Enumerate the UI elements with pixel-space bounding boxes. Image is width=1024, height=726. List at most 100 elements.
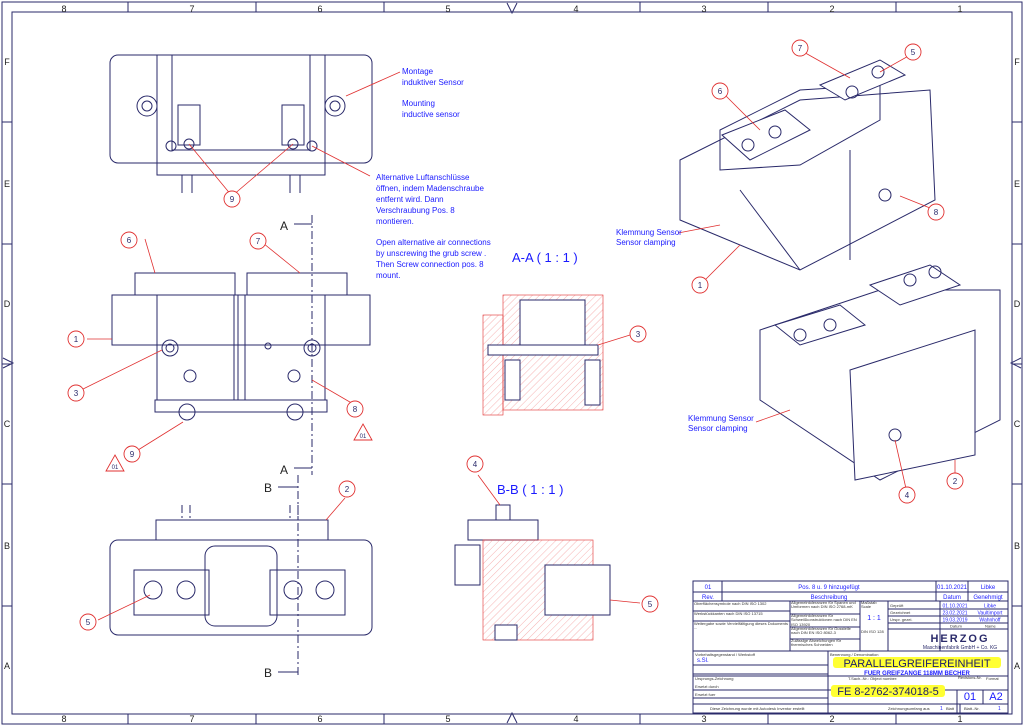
svg-text:5: 5 [86, 618, 91, 627]
svg-text:Vaultimport: Vaultimport [978, 611, 1004, 617]
row-label: F [1014, 57, 1020, 67]
balloon-6: 6 [120, 231, 138, 249]
material: s.Sl. [697, 658, 709, 664]
col-label: 7 [189, 714, 194, 724]
svg-text:8: 8 [934, 208, 939, 217]
col-label: 8 [61, 4, 66, 14]
note-left-2: Weitergabe sowie Vervielfältigung dieses… [694, 622, 788, 631]
front-view [111, 215, 371, 475]
row-label: C [1014, 419, 1021, 429]
rev-number: 01 [705, 585, 712, 591]
svg-text:3: 3 [74, 389, 79, 398]
col-label: 4 [573, 4, 578, 14]
col-label: 8 [61, 714, 66, 724]
balloon-7b: 7 [791, 39, 809, 57]
svg-text:Sensor clamping: Sensor clamping [616, 238, 676, 247]
svg-text:mount.: mount. [376, 271, 400, 280]
note-alt-air: Alternative Luftanschlüsse öffnen, indem… [376, 173, 491, 280]
isometric-view-bottom [759, 264, 1001, 481]
svg-text:inductive sensor: inductive sensor [402, 110, 460, 119]
svg-text:01: 01 [112, 465, 119, 471]
balloon-6b: 6 [711, 82, 729, 100]
scale: 1 : 1 [867, 615, 881, 622]
note-mid-3: Zulässige Abweichungen für thermisches S… [791, 639, 842, 648]
balloon-9b: 9 [123, 445, 141, 463]
balloon-8b: 8 [927, 203, 945, 221]
format: A2 [989, 691, 1002, 703]
col-label: 3 [701, 714, 706, 724]
balloon-4: 4 [466, 455, 484, 473]
svg-text:Rev.: Rev. [702, 595, 714, 601]
svg-text:01: 01 [360, 434, 367, 440]
svg-text:8: 8 [353, 405, 358, 414]
section-title-bb: B-B ( 1 : 1 ) [497, 482, 563, 497]
svg-text:Mounting: Mounting [402, 99, 435, 108]
cut-label-b: B [264, 481, 272, 495]
column-labels-top: 8 7 6 5 4 3 2 1 [61, 4, 962, 14]
row-label: D [1014, 299, 1021, 309]
drawing-subtitle: FUER GREIFZANGE 118MM BECHER [864, 671, 970, 677]
svg-text:6: 6 [718, 87, 723, 96]
svg-text:induktiver Sensor: induktiver Sensor [402, 78, 464, 87]
revision-marker: 01 [353, 423, 373, 441]
projection-label: DIN ISO 128 [861, 630, 884, 634]
svg-text:Libke: Libke [984, 604, 996, 610]
svg-text:2: 2 [345, 485, 350, 494]
cut-label-a: A [280, 463, 288, 477]
svg-text:Blatt: Blatt [946, 706, 955, 711]
object-number: FE 8-2762-374018-5 [837, 686, 939, 698]
svg-text:Geprüft: Geprüft [890, 603, 904, 608]
col-label: 5 [445, 714, 450, 724]
svg-text:6: 6 [127, 236, 132, 245]
top-view [109, 54, 373, 193]
row-label: A [4, 661, 10, 671]
revision: 01 [964, 691, 976, 703]
scale-label: Maßstab Scale [861, 601, 877, 610]
svg-text:Wahnhoff: Wahnhoff [979, 618, 1001, 624]
row-label: E [4, 179, 10, 189]
row-labels: F E D C B A F E D C B A [4, 57, 1021, 671]
balloon-3: 3 [67, 384, 85, 402]
note-mount-sensor: Montage induktiver Sensor Mounting induc… [402, 67, 464, 119]
col-label: 6 [317, 4, 322, 14]
svg-text:5: 5 [911, 48, 916, 57]
revision-marker: 01 [105, 454, 125, 472]
svg-text:Datum: Datum [950, 624, 962, 629]
svg-text:Then Screw connection pos. 8: Then Screw connection pos. 8 [376, 260, 484, 269]
isometric-view-top [679, 59, 936, 271]
balloon-7: 7 [249, 232, 267, 250]
col-label: 4 [573, 714, 578, 724]
svg-text:Format: Format [986, 676, 1000, 681]
section-title-aa: A-A ( 1 : 1 ) [512, 250, 578, 265]
row-label: E [1014, 179, 1020, 189]
section-bb-view [454, 504, 611, 641]
row-label: C [4, 419, 11, 429]
svg-text:Ursprungs-Zeichnung: Ursprungs-Zeichnung [695, 676, 733, 681]
row-label: B [4, 541, 10, 551]
row-label: F [4, 57, 10, 67]
svg-text:9: 9 [130, 450, 135, 459]
svg-text:Vorbehaltsgegenstand / Werksto: Vorbehaltsgegenstand / Werkstoff [695, 652, 756, 657]
bottom-view [109, 475, 373, 675]
note-mid-1: Allgemeintoleranzen für Schweißkonstrukt… [791, 614, 857, 627]
svg-text:1: 1 [698, 281, 703, 290]
col-label: 3 [701, 4, 706, 14]
note-left-0: Oberflächensymbole nach DIN ISO 1302 [694, 602, 767, 606]
position-balloons: 9 6 7 1 3 8 9 2 5 3 4 5 7 5 6 8 1 4 2 01… [67, 39, 964, 631]
svg-text:Ersetzt durch: Ersetzt durch [695, 684, 719, 689]
svg-text:4: 4 [905, 491, 910, 500]
balloon-1b: 1 [691, 276, 709, 294]
col-label: 6 [317, 714, 322, 724]
svg-text:1: 1 [940, 706, 943, 712]
balloon-9: 9 [223, 190, 241, 208]
svg-text:3: 3 [636, 330, 641, 339]
col-label: 7 [189, 4, 194, 14]
svg-text:1: 1 [74, 335, 79, 344]
row-label: A [1014, 661, 1020, 671]
svg-text:2: 2 [953, 477, 958, 486]
note-mid-2: Allgemeintoleranzen für Gussteile nach D… [791, 627, 851, 636]
svg-text:23.02.2021: 23.02.2021 [942, 611, 967, 617]
svg-text:Gezeichnet: Gezeichnet [890, 610, 911, 615]
